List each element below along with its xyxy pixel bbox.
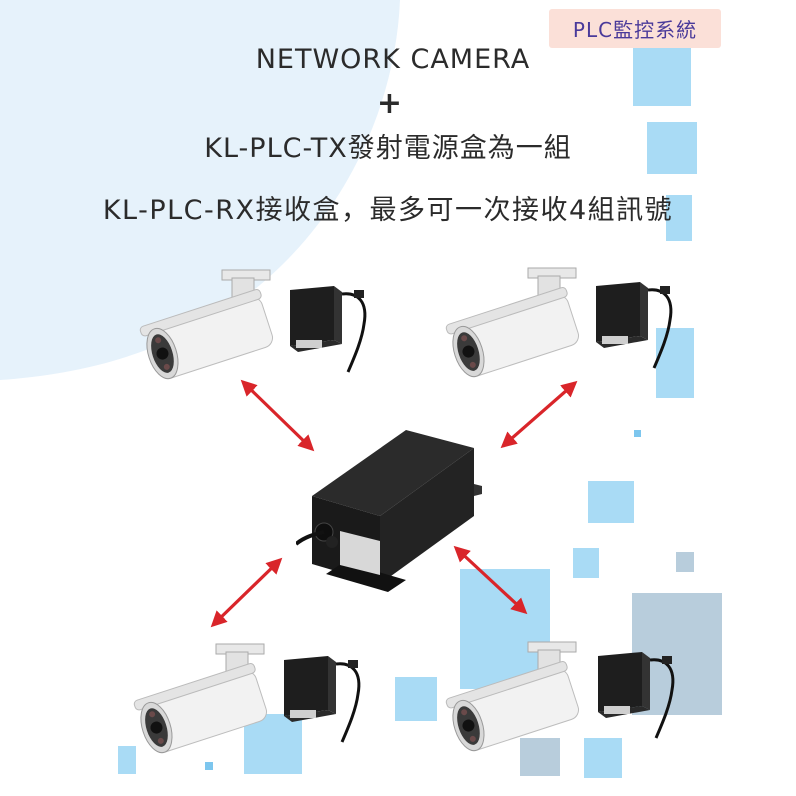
deco-square [588,481,634,523]
title-network-camera: NETWORK CAMERA [255,44,531,75]
deco-square [584,738,622,778]
transmitter-box-icon [598,652,675,739]
arrow-top-right [500,380,578,449]
title-plus: + [376,86,404,121]
badge-label: PLC監控系統 [572,18,698,42]
title-transmitter: KL-PLC-TX發射電源盒為一組 [204,133,572,164]
deco-square [520,738,560,776]
transmitter-box-icon [596,282,673,369]
deco-square [647,122,697,174]
deco-square [656,328,694,398]
deco-square [205,762,213,770]
deco-square [666,195,692,241]
deco-square [395,677,437,721]
deco-square [634,430,641,437]
arrow-bottom-left [210,557,283,628]
transmitter-box-icon [290,286,367,373]
receiver-box-icon [296,430,482,592]
title-receiver: KL-PLC-RX接收盒，最多可一次接收4組訊號 [102,195,674,226]
transmitter-box-icon [284,656,361,743]
bullet-camera-icon [445,267,580,378]
arrow-bottom-right [453,545,528,615]
deco-square [244,714,302,774]
arrow-top-left [240,379,315,452]
deco-square [633,48,691,106]
deco-square [118,746,136,774]
bullet-camera-icon [139,269,274,380]
bullet-camera-icon [133,643,268,754]
deco-square [676,552,694,572]
system-badge: PLC監控系統 [549,9,721,48]
bullet-camera-icon [445,641,580,752]
deco-square [573,548,599,578]
